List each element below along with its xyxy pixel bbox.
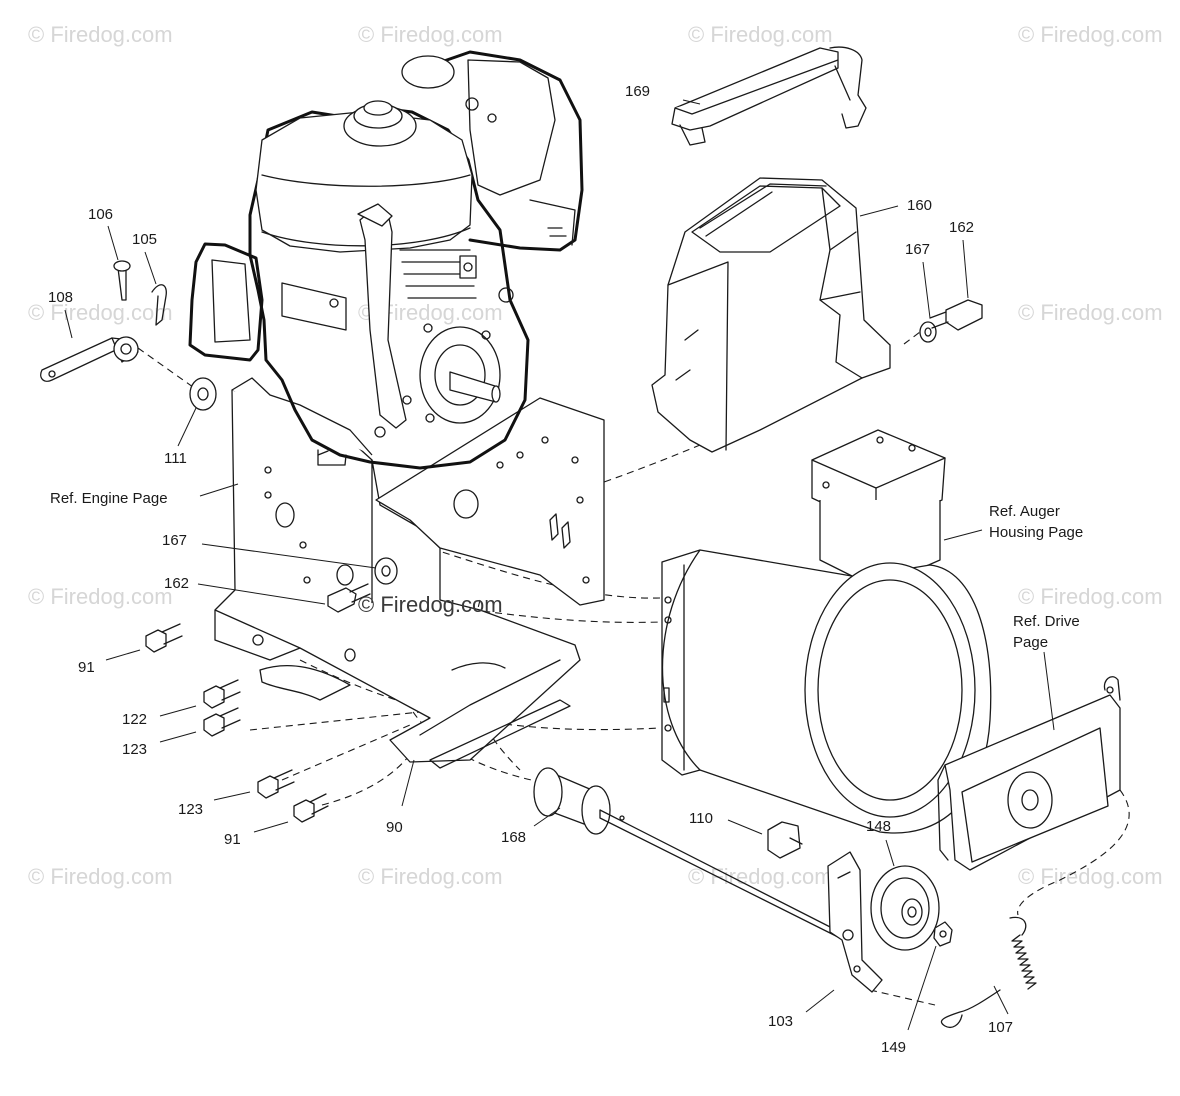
- part-160-belt-cover: [651, 177, 891, 453]
- watermark-layer: © Firedog.com © Firedog.com © Firedog.co…: [28, 22, 1163, 889]
- ref-auger-housing-label-line1: Ref. Auger: [989, 503, 1060, 520]
- watermark: © Firedog.com: [1018, 300, 1163, 325]
- label-91-upper: 91: [78, 659, 95, 676]
- part-168-roller: [533, 767, 841, 939]
- watermark: © Firedog.com: [1018, 864, 1163, 889]
- left-hardware: [40, 260, 217, 411]
- label-105: 105: [132, 231, 157, 248]
- watermark: © Firedog.com: [28, 22, 173, 47]
- label-108: 108: [48, 289, 73, 306]
- lower-left-bolts: [145, 623, 329, 823]
- label-106: 106: [88, 206, 113, 223]
- label-103: 103: [768, 1013, 793, 1030]
- ref-drive-page-label-line2: Page: [1013, 634, 1048, 651]
- watermark: © Firedog.com: [1018, 584, 1163, 609]
- label-169: 169: [625, 83, 650, 100]
- watermark: © Firedog.com: [28, 300, 173, 325]
- part-107-spring: [940, 916, 1037, 1029]
- leader-lines: [64, 99, 1055, 1031]
- label-123-upper: 123: [122, 741, 147, 758]
- label-160: 160: [907, 197, 932, 214]
- label-110: 110: [689, 810, 713, 827]
- label-90: 90: [386, 819, 403, 836]
- idler-assembly: [767, 821, 953, 993]
- label-111: 111: [164, 450, 187, 467]
- chassis-frame: [214, 377, 605, 769]
- ref-engine-page-label: Ref. Engine Page: [50, 490, 168, 507]
- part-162-bolt-upper: [919, 299, 983, 343]
- watermark: © Firedog.com: [28, 864, 173, 889]
- label-123-lower: 123: [178, 801, 203, 818]
- label-162-mid: 162: [164, 575, 189, 592]
- label-168: 168: [501, 829, 526, 846]
- engine: [188, 50, 584, 470]
- label-162-upper: 162: [949, 219, 974, 236]
- watermark: © Firedog.com: [358, 864, 503, 889]
- watermark: © Firedog.com: [688, 864, 833, 889]
- drive-bracket: [937, 676, 1121, 871]
- reference-labels: Ref. Engine Page Ref. Auger Housing Page…: [50, 490, 1083, 651]
- middle-fasteners: [327, 557, 398, 613]
- ref-auger-housing-label-line2: Housing Page: [989, 524, 1083, 541]
- watermark: © Firedog.com: [358, 22, 503, 47]
- label-148: 148: [866, 818, 891, 835]
- label-122: 122: [122, 711, 147, 728]
- label-167-mid: 167: [162, 532, 187, 549]
- part-labels: 169 160 167 162 106 105 108 111 167 162 …: [48, 83, 1013, 1056]
- watermark: © Firedog.com: [688, 22, 833, 47]
- label-149: 149: [881, 1039, 906, 1056]
- center-watermark: © Firedog.com: [358, 592, 503, 617]
- ref-drive-page-label-line1: Ref. Drive: [1013, 613, 1080, 630]
- label-107: 107: [988, 1019, 1013, 1036]
- label-167-upper: 167: [905, 241, 930, 258]
- label-91-lower: 91: [224, 831, 241, 848]
- watermark: © Firedog.com: [1018, 22, 1163, 47]
- watermark: © Firedog.com: [28, 584, 173, 609]
- part-169-chute-cover: [671, 46, 867, 146]
- auger-housing: [661, 429, 992, 834]
